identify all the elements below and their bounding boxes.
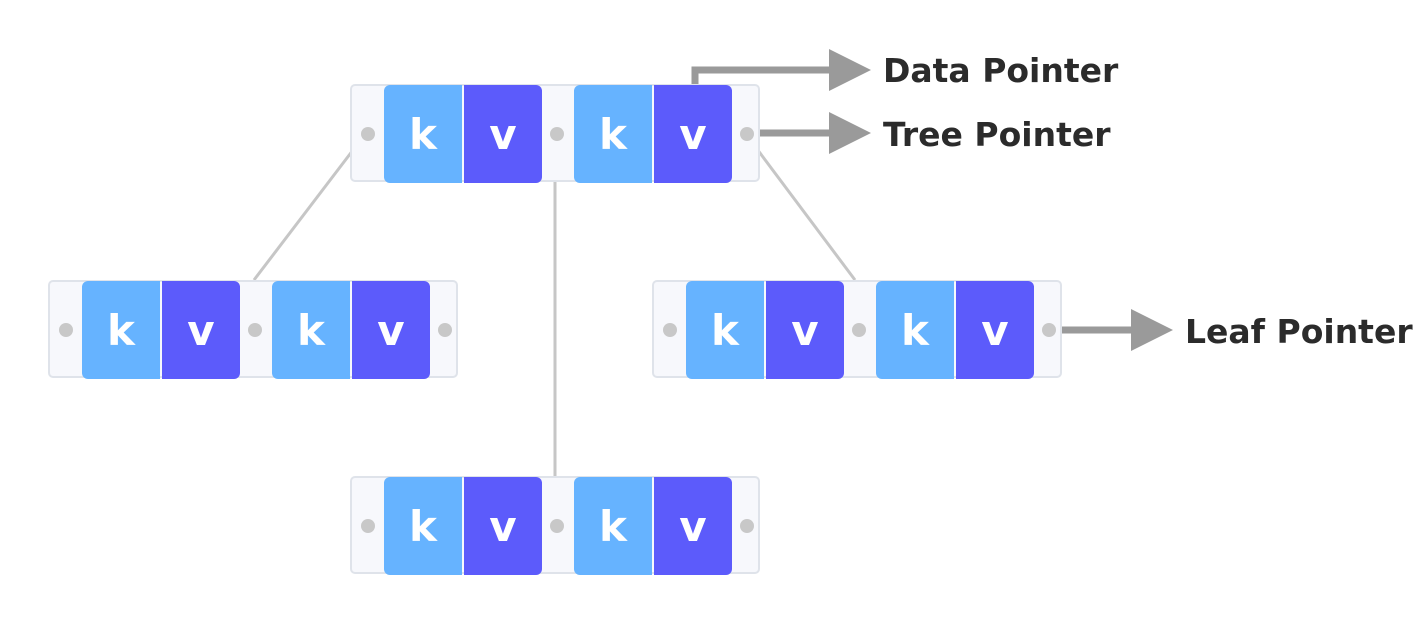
pointer-dot (248, 323, 262, 337)
pointer-dot (550, 519, 564, 533)
key-cell: k (574, 85, 652, 183)
pointer-dot (663, 323, 677, 337)
pointer-dot (59, 323, 73, 337)
value-cell: v (464, 477, 542, 575)
value-cell: v (956, 281, 1034, 379)
key-cell: k (384, 85, 462, 183)
leaf-pointer-label: Leaf Pointer (1185, 312, 1413, 351)
data-pointer-arrow (691, 49, 871, 91)
pointer-dot (852, 323, 866, 337)
value-cell: v (464, 85, 542, 183)
key-cell: k (574, 477, 652, 575)
pointer-dot (740, 519, 754, 533)
tree-node-right: k v k v (652, 280, 1062, 379)
pointer-dot (361, 127, 375, 141)
tree-pointer-label: Tree Pointer (883, 115, 1111, 154)
pointer-dot (361, 519, 375, 533)
key-cell: k (82, 281, 160, 379)
key-cell: k (876, 281, 954, 379)
key-cell: k (272, 281, 350, 379)
pointer-dot (740, 127, 754, 141)
value-cell: v (162, 281, 240, 379)
pointer-dot (438, 323, 452, 337)
value-cell: v (352, 281, 430, 379)
data-pointer-label: Data Pointer (883, 51, 1119, 90)
edge-root-to-left (252, 132, 368, 281)
tree-node-middle: k v k v (350, 476, 760, 575)
value-cell: v (654, 85, 732, 183)
tree-node-root: k v k v (350, 84, 760, 183)
key-cell: k (384, 477, 462, 575)
value-cell: v (766, 281, 844, 379)
key-cell: k (686, 281, 764, 379)
pointer-dot (550, 127, 564, 141)
edge-root-to-right (743, 132, 857, 281)
value-cell: v (654, 477, 732, 575)
tree-node-left: k v k v (48, 280, 458, 379)
pointer-dot (1042, 323, 1056, 337)
